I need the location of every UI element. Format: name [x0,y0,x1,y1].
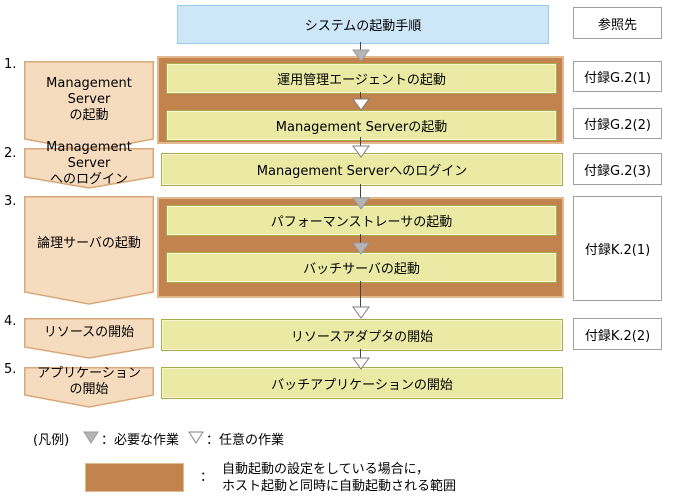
step-label-line: へのログイン [49,172,128,188]
step-number-3: 3. [4,194,17,209]
optional-arrow-icon [352,306,370,323]
legend-auto-start-swatch [85,463,184,492]
step-number-1: 1. [4,57,17,72]
optional-arrow-icon [352,98,370,115]
reference-header-box: 参照先 [573,7,662,39]
legend-heading: (凡例) [33,433,70,448]
task-box-agent-start: 運用管理エージェントの起動 [166,63,557,94]
reference-box-k22: 付録K.2(2) [573,318,662,350]
legend-auto-colon: ： [200,470,214,485]
step-label-line: Management Server [46,139,132,171]
legend-optional-label: ：任意の作業 [206,433,285,448]
required-arrow-icon [352,49,370,66]
arrow-stem [360,92,361,99]
arrow-stem [360,281,361,307]
step-label-line: リソースの開始 [43,324,135,340]
step-number-2: 2. [4,146,17,161]
arrow-stem [360,137,361,146]
required-arrow-icon [352,197,370,214]
reference-box-g21: 付録G.2(1) [573,61,662,92]
step-label-line: の開始 [69,382,109,397]
pentagon-shape [24,148,154,189]
task-box-batchapp-start: バッチアプリケーションの開始 [161,367,563,399]
legend-optional-arrow-icon [188,431,204,448]
diagram-title-box: システムの起動手順 [177,5,549,44]
step-number-4: 4. [4,314,17,329]
step-number-5: 5. [4,362,17,377]
task-box-batchserver-start: バッチサーバの起動 [166,252,557,283]
required-arrow-icon [352,242,370,259]
step-pentagon-3: 論理サーバの起動 [24,196,154,305]
step-pentagon-5: アプリケーション の開始 [24,365,154,408]
reference-box-g22: 付録G.2(2) [573,108,662,139]
optional-arrow-icon [352,145,370,162]
reference-box-g23: 付録G.2(3) [573,153,662,185]
optional-arrow-icon [352,357,370,374]
task-box-mgmtserver-start: Management Serverの起動 [166,110,557,141]
reference-box-k21: 付録K.2(1) [573,196,662,301]
pentagon-shape [24,367,154,408]
arrow-stem [360,42,361,50]
task-box-perftracer-start: パフォーマンストレーサの起動 [166,205,557,236]
legend-required-label: ：必要な作業 [101,433,180,448]
legend-required-arrow-icon [83,431,99,448]
step-label-line: の起動 [69,108,109,124]
legend-auto-line2: ホスト起動と同時に自動起動される範囲 [222,479,457,494]
step-label-line: 論理サーバの起動 [37,235,141,251]
pentagon-shape [24,318,154,359]
arrow-stem [360,184,361,198]
arrow-stem [360,234,361,243]
step-pentagon-1: Management Server の起動 [24,61,154,152]
pentagon-shape [24,61,154,152]
arrow-stem [360,349,361,358]
pentagon-shape [24,196,154,305]
task-box-mgmtserver-login: Management Serverへのログイン [161,153,563,186]
task-box-resourceadapter-start: リソースアダプタの開始 [161,319,563,351]
step-pentagon-4: リソースの開始 [24,318,154,359]
step-label-line: Management Server [46,75,132,107]
legend-auto-line1: 自動起動の設定をしている場合に， [222,462,429,477]
step-label-line: アプリケーション [37,365,141,381]
step-pentagon-2: Management Server へのログイン [24,140,154,189]
